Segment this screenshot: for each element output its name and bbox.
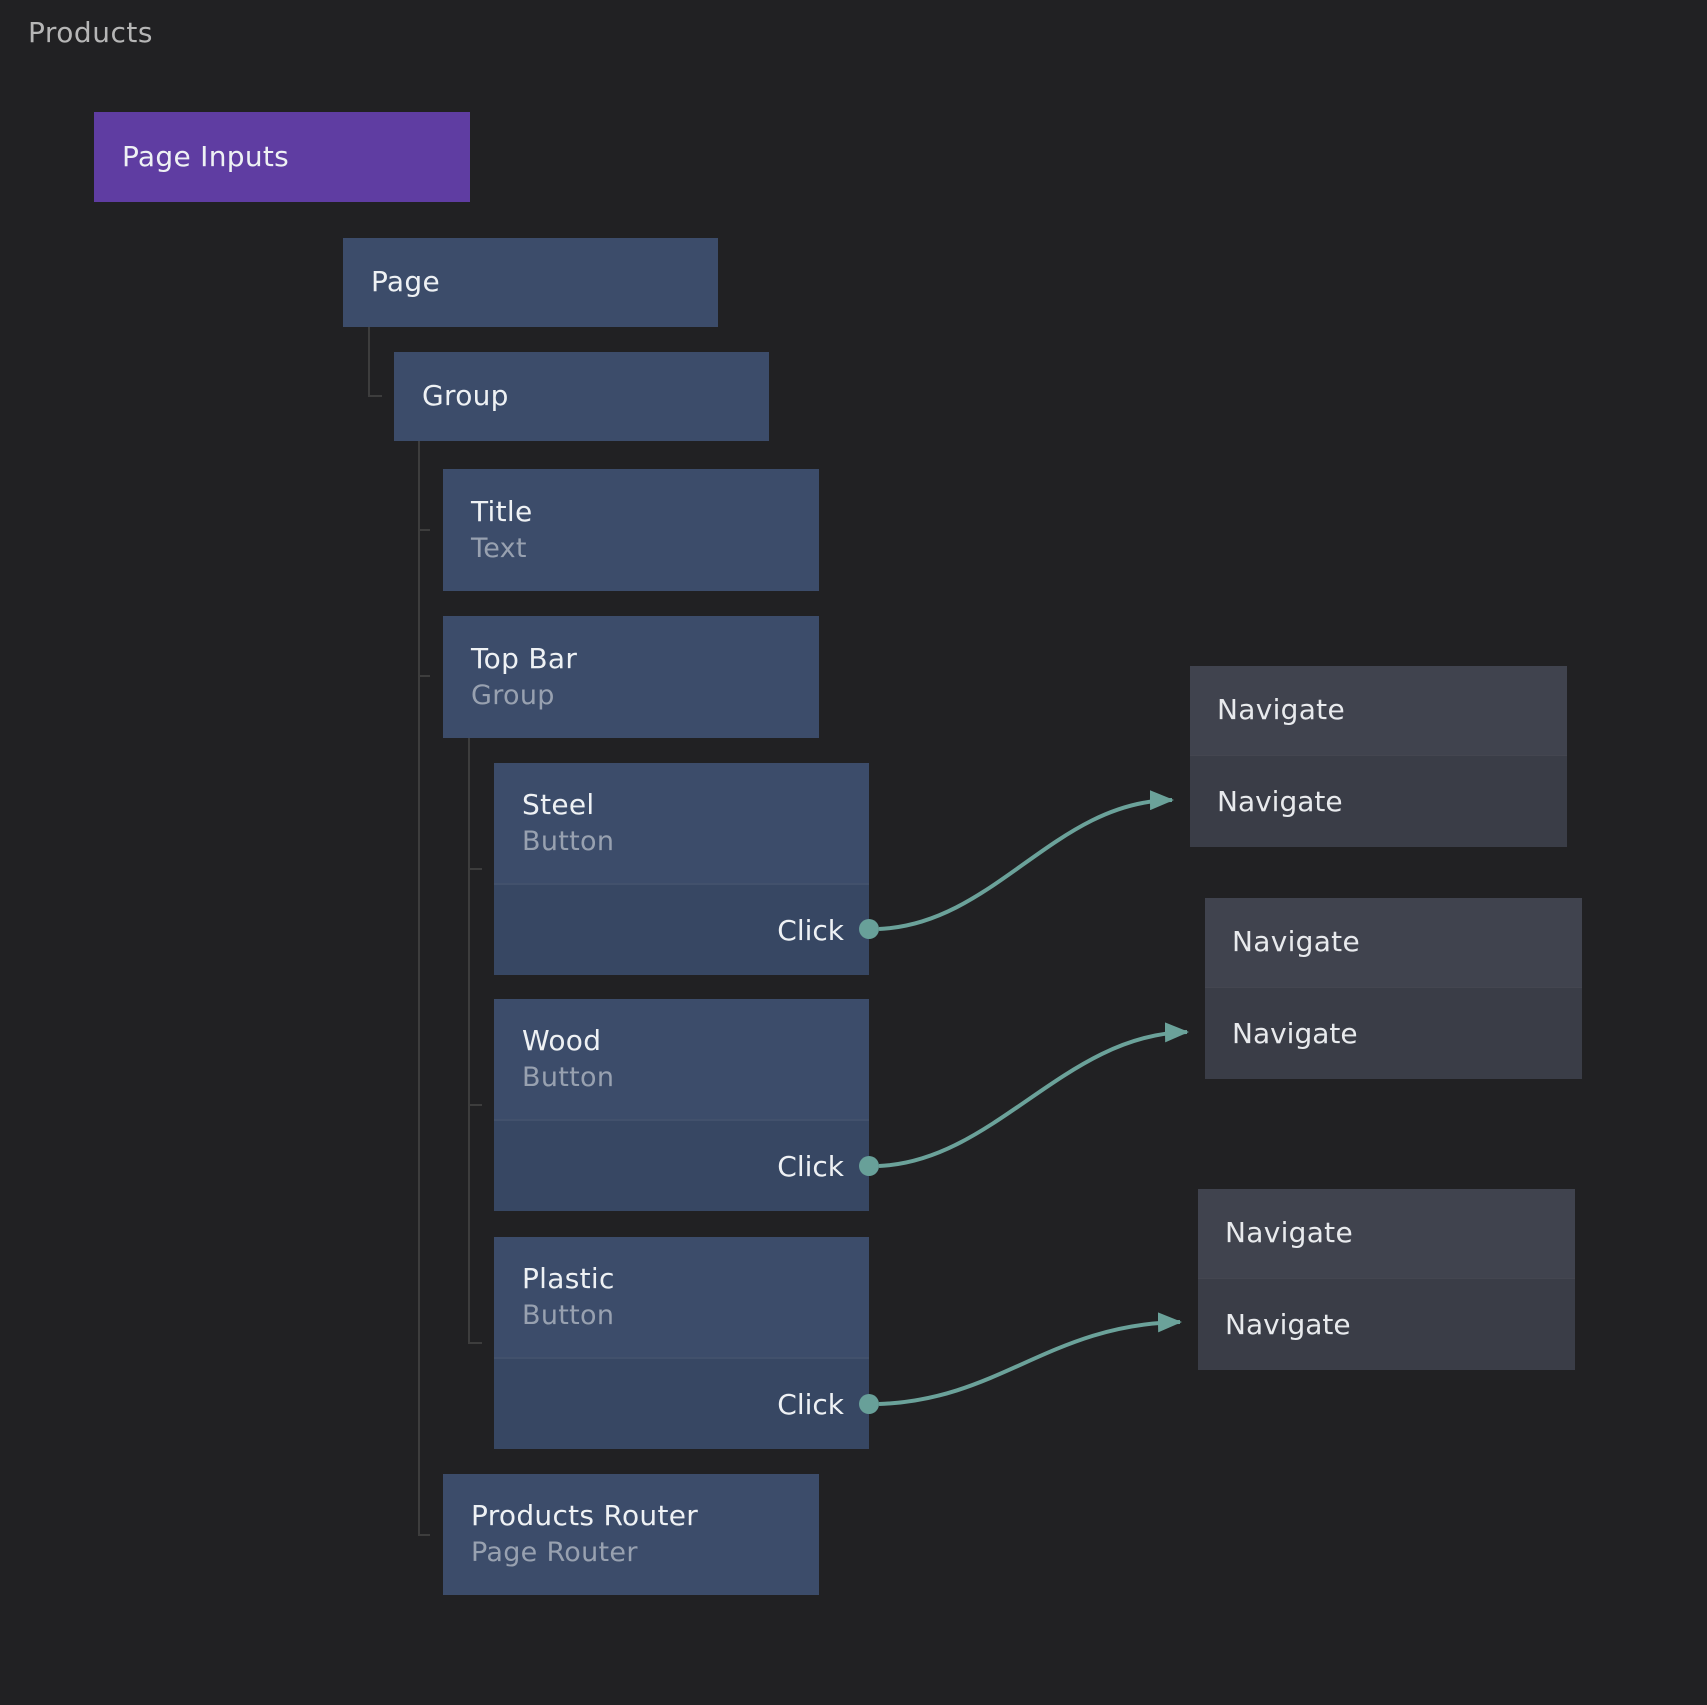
node-type-label: Button bbox=[522, 825, 615, 857]
tree-tick-wood bbox=[468, 1104, 482, 1106]
node-label: Page Inputs bbox=[122, 139, 290, 173]
event-label: Click bbox=[777, 913, 844, 947]
tree-line-page-group bbox=[368, 327, 370, 397]
node-group[interactable]: Group bbox=[394, 352, 769, 441]
event-label: Click bbox=[777, 1387, 844, 1421]
node-label: Top Bar bbox=[471, 641, 578, 675]
action-label: Navigate bbox=[1217, 785, 1343, 818]
edge-wood-click-navigate[interactable] bbox=[878, 1022, 1189, 1168]
edge-steel-click-navigate[interactable] bbox=[878, 790, 1174, 931]
node-label: Wood bbox=[522, 1023, 602, 1057]
node-label: Navigate bbox=[1217, 693, 1345, 727]
node-navigate-1[interactable]: Navigate Navigate bbox=[1190, 666, 1567, 847]
node-wood[interactable]: Wood Button Click bbox=[494, 999, 869, 1211]
tree-tick-title bbox=[418, 529, 430, 531]
tree-tick-products-router bbox=[418, 1534, 430, 1536]
node-label: Page bbox=[371, 265, 440, 299]
node-type-label: Text bbox=[471, 532, 527, 564]
node-type-label: Page Router bbox=[471, 1537, 638, 1569]
node-top-bar[interactable]: Top Bar Group bbox=[443, 616, 819, 738]
node-label: Plastic bbox=[522, 1261, 615, 1295]
node-label: Navigate bbox=[1225, 1216, 1353, 1250]
node-label: Group bbox=[422, 379, 509, 413]
tree-tick-top-bar bbox=[418, 675, 430, 677]
action-label: Navigate bbox=[1232, 1017, 1358, 1050]
page-title: Products bbox=[28, 16, 153, 49]
node-type-label: Button bbox=[522, 1061, 615, 1093]
action-label: Navigate bbox=[1225, 1308, 1351, 1341]
tree-tick-steel bbox=[468, 868, 482, 870]
node-label: Title bbox=[471, 494, 533, 528]
node-steel[interactable]: Steel Button Click bbox=[494, 763, 869, 975]
node-navigate-3[interactable]: Navigate Navigate bbox=[1198, 1189, 1575, 1370]
tree-tick-plastic bbox=[468, 1342, 482, 1344]
tree-tick-group bbox=[368, 395, 382, 397]
node-label: Products Router bbox=[471, 1499, 699, 1533]
tree-line-group-children bbox=[418, 441, 420, 1536]
node-products-router[interactable]: Products Router Page Router bbox=[443, 1474, 819, 1595]
node-page-inputs[interactable]: Page Inputs bbox=[94, 112, 470, 202]
edge-plastic-click-navigate[interactable] bbox=[878, 1312, 1182, 1406]
node-plastic[interactable]: Plastic Button Click bbox=[494, 1237, 869, 1449]
node-navigate-2[interactable]: Navigate Navigate bbox=[1205, 898, 1582, 1079]
node-label: Steel bbox=[522, 787, 595, 821]
node-type-label: Group bbox=[471, 679, 555, 711]
node-label: Navigate bbox=[1232, 925, 1360, 959]
event-label: Click bbox=[777, 1149, 844, 1183]
tree-line-topbar-children bbox=[468, 738, 470, 1344]
node-title[interactable]: Title Text bbox=[443, 469, 819, 591]
node-type-label: Button bbox=[522, 1299, 615, 1331]
node-page[interactable]: Page bbox=[343, 238, 718, 327]
